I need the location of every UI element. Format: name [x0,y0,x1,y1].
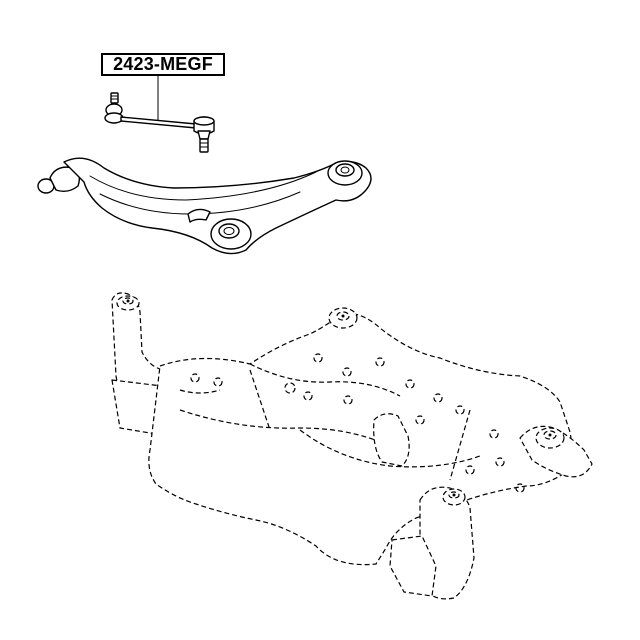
front-subframe [111,292,593,600]
lower-control-arm [37,157,372,255]
part-number-label: 2423-MEGF [101,53,225,76]
stabilizer-link[interactable] [104,92,215,153]
